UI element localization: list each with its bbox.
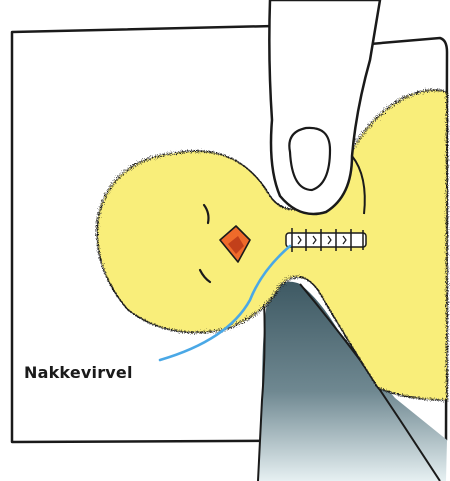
vertebra-label: Nakkevirvel	[24, 363, 133, 382]
thumbnail-icon	[289, 128, 330, 190]
